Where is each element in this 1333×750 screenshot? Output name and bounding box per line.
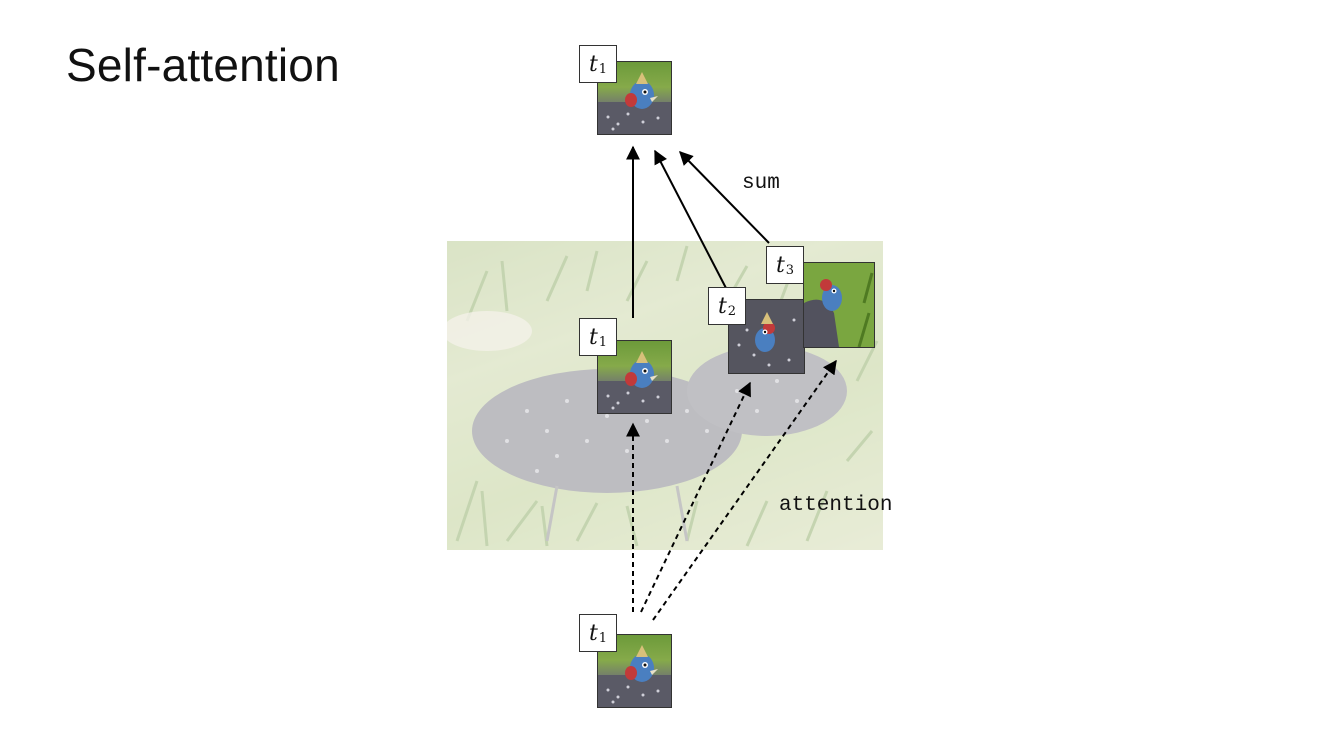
token-symbol: t [588, 324, 598, 350]
sum-arrow-t2 [654, 149, 728, 291]
token-symbol: t [588, 620, 598, 646]
attention-arrow-t2 [640, 381, 751, 613]
attention-label: attention [779, 494, 893, 517]
token-symbol: t [717, 293, 727, 319]
sum-arrow-t3 [679, 150, 770, 244]
mid-t3-patch [803, 262, 875, 348]
token-subscript: 3 [785, 262, 795, 278]
token-subscript: 1 [598, 334, 608, 350]
token-subscript: 1 [598, 630, 608, 646]
top-output-patch [597, 61, 672, 135]
token-symbol: t [775, 252, 785, 278]
bottom-query-patch [597, 634, 672, 708]
attention-arrow-t3 [652, 359, 837, 621]
slide-title: Self-attention [66, 39, 340, 91]
token-symbol: t [588, 51, 598, 77]
token-subscript: 2 [727, 303, 737, 319]
sum-label: sum [742, 172, 780, 195]
token-subscript: 1 [598, 61, 608, 77]
